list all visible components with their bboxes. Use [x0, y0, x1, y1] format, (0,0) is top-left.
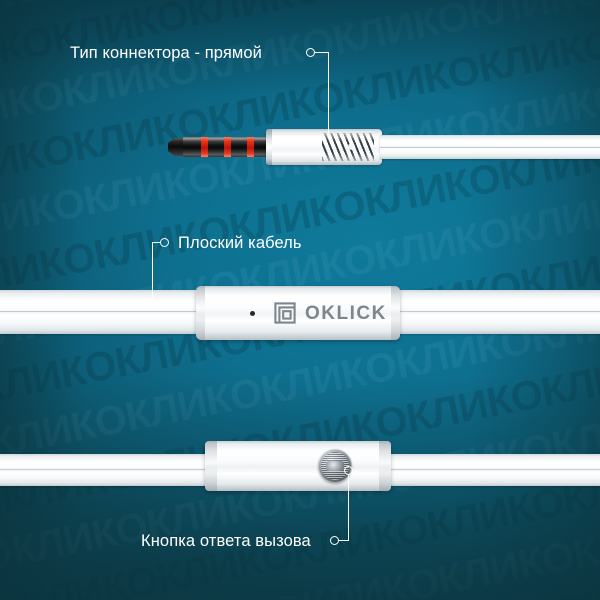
brand-lockup: OKLICK: [274, 302, 387, 324]
callout-leader-h-flat-cable: [152, 242, 161, 243]
plug-housing: [266, 129, 382, 165]
answer-call-button[interactable]: [318, 449, 352, 483]
callout-anchor-answer-button: [344, 466, 353, 475]
plug-neck: [266, 129, 272, 165]
button-module-left-bevel: [205, 441, 217, 491]
callout-label-flat-cable: Плоский кабель: [178, 234, 302, 252]
callout-leader-v-connector-type: [328, 52, 329, 136]
brand-name: OKLICK: [305, 302, 387, 324]
callout-leader-v-flat-cable: [152, 242, 153, 302]
plug-insulator-ring: [224, 137, 231, 157]
connector-cable-segment: [380, 135, 600, 159]
callout-leader-h-answer-button: [338, 540, 349, 541]
connector-plug-assembly: [168, 124, 600, 170]
callout-label-connector-type: Тип коннектора - прямой: [70, 44, 262, 62]
callout-endpoint-answer-button: [330, 536, 339, 545]
callout-leader-v-answer-button: [348, 475, 349, 541]
callout-anchor-flat-cable: [148, 300, 157, 309]
plug-insulator-ring: [201, 137, 208, 157]
microphone-hole-icon: [250, 311, 255, 316]
mic-module-right-bevel: [391, 286, 400, 340]
inline-mic-module: OKLICK: [196, 286, 400, 340]
callout-label-answer-button: Кнопка ответа вызова: [141, 532, 311, 550]
callout-leader-h-connector-type: [315, 52, 329, 53]
plug-insulator-ring: [247, 137, 254, 157]
oklick-logo-icon: [274, 302, 296, 324]
callout-endpoint-connector-type: [306, 48, 315, 57]
mic-module-left-bevel: [196, 286, 205, 340]
callout-endpoint-flat-cable: [160, 238, 169, 247]
plug-grip-dot: [349, 144, 354, 149]
button-module-right-bevel: [379, 441, 391, 491]
button-core-highlight: [326, 461, 344, 471]
inline-answer-button-module: [205, 441, 391, 491]
plug-tip: [168, 138, 184, 156]
plug-grip-stripes: [322, 133, 374, 161]
